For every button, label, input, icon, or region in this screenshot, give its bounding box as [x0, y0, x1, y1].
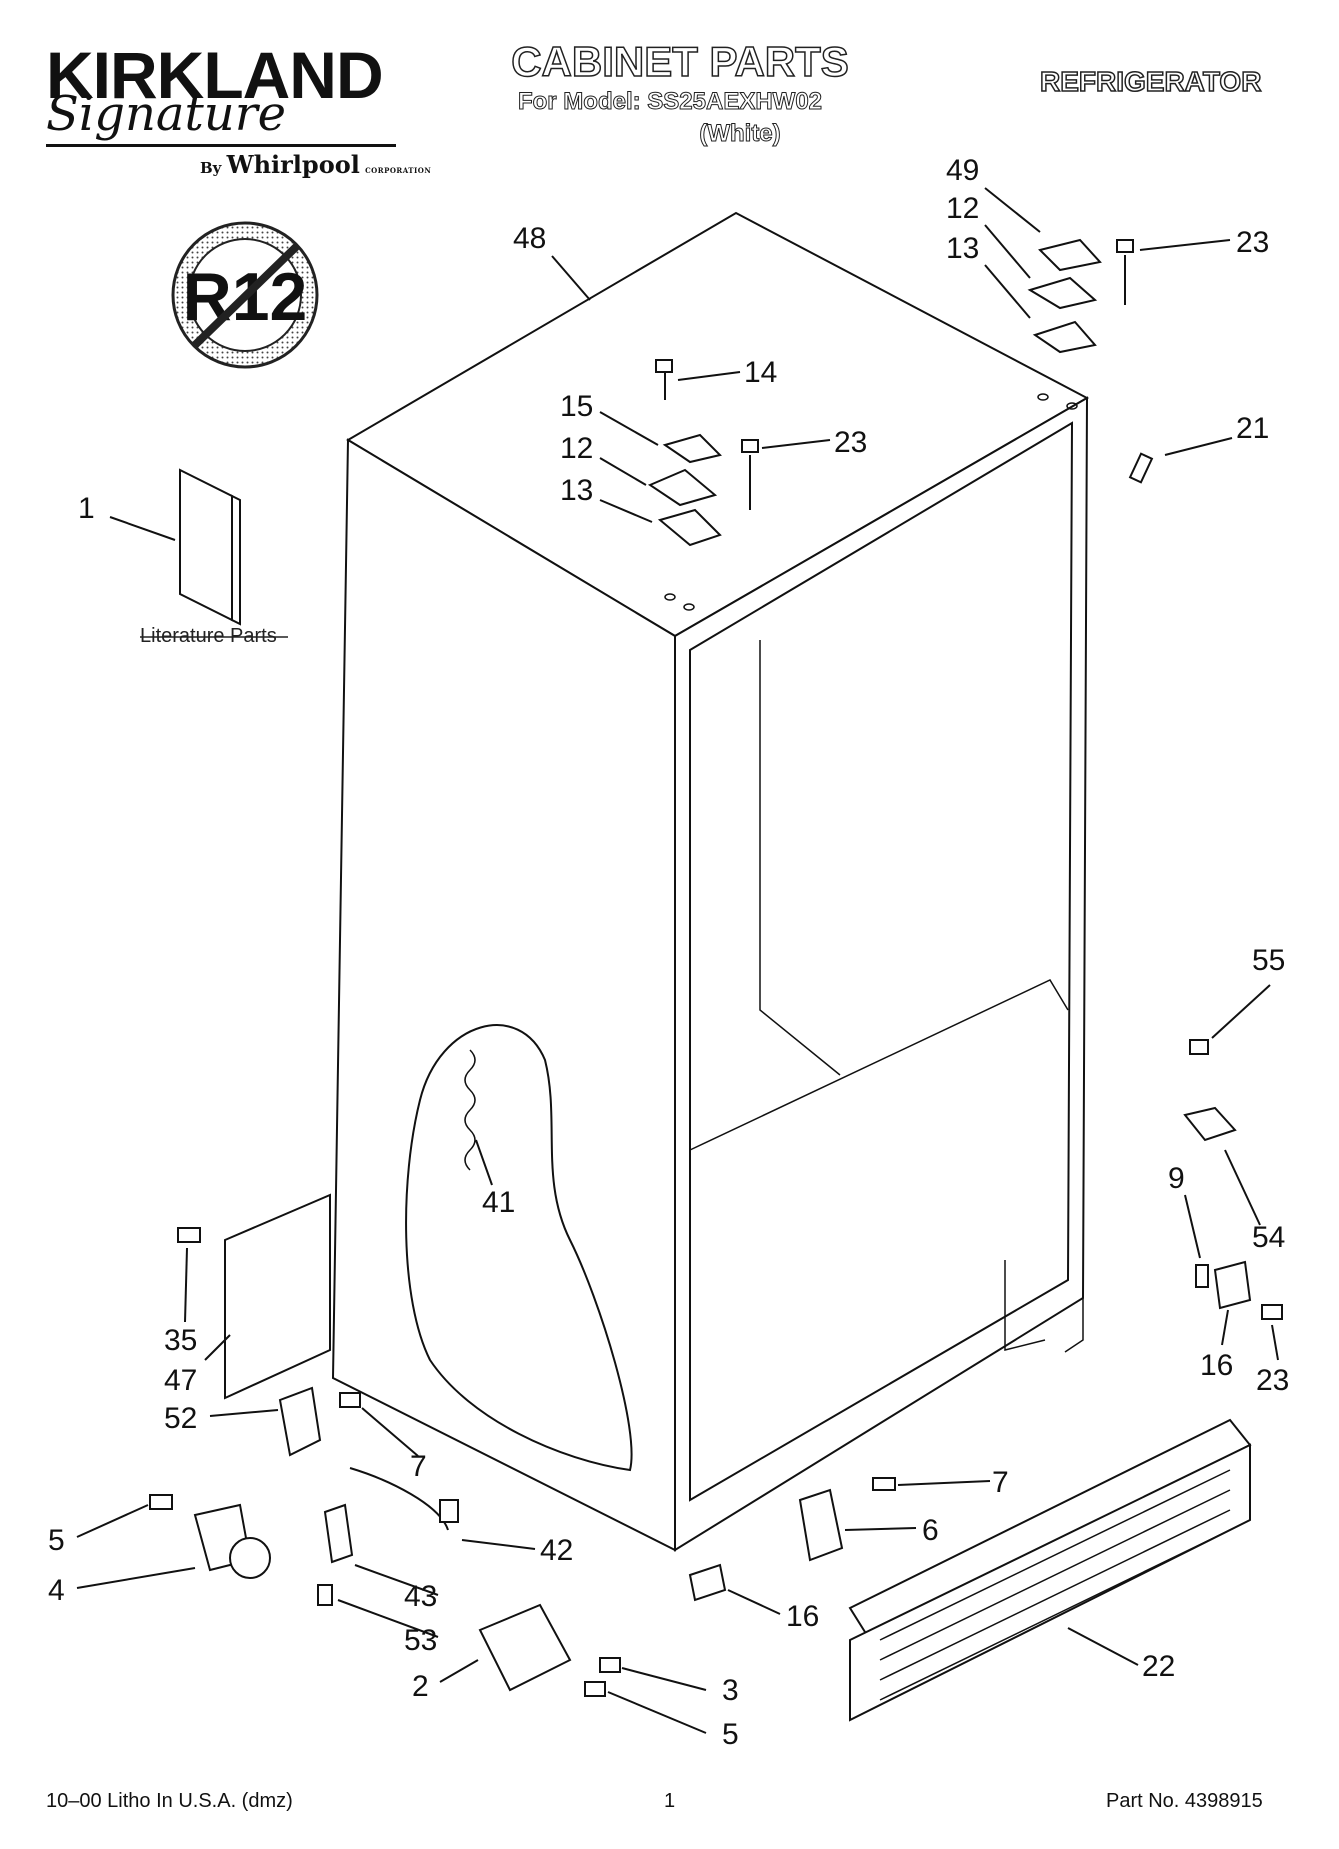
manufacturer-name: Whirlpool: [226, 150, 360, 179]
model-line: For Model: SS25AEXHW02: [517, 88, 823, 116]
by-label: By: [200, 159, 222, 177]
clip-16a: [1213, 1260, 1252, 1310]
manufacturer-line: By Whirlpool CORPORATION: [200, 150, 431, 179]
screw-23c: [1261, 1304, 1283, 1320]
brand-logo-name: KIRKLAND: [46, 38, 384, 112]
callout-9: 9: [1168, 1162, 1185, 1195]
tube-fitting: [439, 1499, 459, 1523]
callout-3: 3: [722, 1674, 739, 1707]
callout-41: 41: [482, 1186, 515, 1219]
cabinet-body: [331, 211, 1090, 1552]
hinge-plate: [278, 1386, 322, 1457]
leader-lines: [76, 187, 1279, 1734]
callout-1: 1: [78, 492, 95, 525]
callout-23: 23: [1256, 1364, 1289, 1397]
callout-49: 49: [946, 154, 979, 187]
screw-7a: [339, 1392, 361, 1408]
callout-23: 23: [1236, 226, 1269, 259]
footer-part-number: Part No. 4398915: [1106, 1790, 1263, 1812]
brand-logo-script: Signature: [46, 86, 287, 142]
callout-5: 5: [722, 1718, 739, 1751]
appliance-category: REFRIGERATOR: [1039, 65, 1262, 98]
callout-55: 55: [1252, 944, 1285, 977]
callout-7: 7: [410, 1450, 427, 1483]
no-r12-icon: R12: [171, 221, 319, 369]
callout-12: 12: [560, 432, 593, 465]
upper-hinge-center: [647, 359, 759, 547]
callout-47: 47: [164, 1364, 197, 1397]
callout-42: 42: [540, 1534, 573, 1567]
callout-22: 22: [1142, 1650, 1175, 1683]
toe-grille: [848, 1418, 1252, 1722]
page-title: CABINET PARTS: [510, 37, 849, 86]
callout-5: 5: [48, 1524, 65, 1557]
plate-9: [1195, 1264, 1209, 1288]
color-variant: (White): [699, 120, 781, 148]
callout-12: 12: [946, 192, 979, 225]
callout-labels: 48 49 12 13 23 14 15 23 12 13 21 1 55 54…: [48, 154, 1289, 1751]
door-stop-pin: [1128, 452, 1154, 484]
callout-13: 13: [560, 474, 593, 507]
roller-assembly: [149, 1494, 271, 1579]
callout-16: 16: [1200, 1349, 1233, 1382]
cam-54: [1183, 1106, 1237, 1142]
footer-page-number: 1: [664, 1790, 676, 1812]
brand-divider: [46, 144, 396, 147]
literature-booklet: [179, 468, 241, 626]
callout-52: 52: [164, 1402, 197, 1435]
callout-54: 54: [1252, 1221, 1285, 1254]
water-tube: [349, 1467, 449, 1531]
callout-7: 7: [992, 1466, 1009, 1499]
footer-print-info: 10–00 Litho In U.S.A. (dmz): [46, 1790, 293, 1812]
callout-53: 53: [404, 1624, 437, 1657]
literature-parts-label: Literature Parts: [140, 625, 277, 647]
callout-6: 6: [922, 1514, 939, 1547]
screw-55: [1189, 1039, 1209, 1055]
callout-4: 4: [48, 1574, 65, 1607]
callout-14: 14: [744, 356, 777, 389]
callout-35: 35: [164, 1324, 197, 1357]
callout-2: 2: [412, 1670, 429, 1703]
callout-43: 43: [404, 1580, 437, 1613]
tube-clamp: [323, 1503, 354, 1564]
callout-21: 21: [1236, 412, 1269, 445]
left-bracket: [177, 1193, 331, 1400]
manufacturer-sub: CORPORATION: [365, 166, 432, 175]
callout-48: 48: [513, 222, 546, 255]
callout-13: 13: [946, 232, 979, 265]
lower-hinge: [478, 1603, 621, 1697]
callout-15: 15: [560, 390, 593, 423]
callout-23: 23: [834, 426, 867, 459]
callout-16: 16: [786, 1600, 819, 1633]
upper-hinge-right: [1027, 238, 1134, 354]
clip-16b: [688, 1563, 727, 1602]
screw-7b: [872, 1477, 896, 1491]
bracket-6: [798, 1488, 844, 1562]
screw-53: [317, 1584, 333, 1606]
